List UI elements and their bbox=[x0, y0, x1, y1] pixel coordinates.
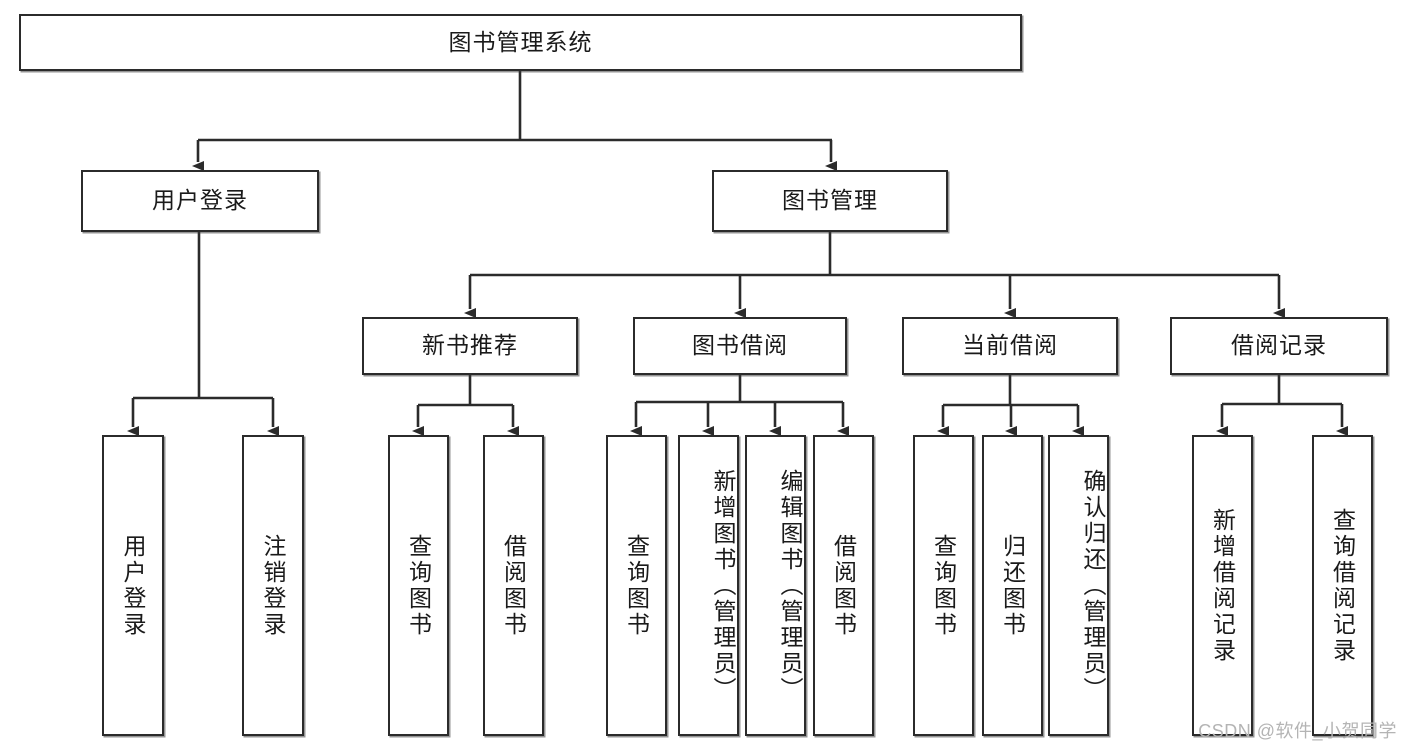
node-leaf-query-record-label: 查询借阅记录 bbox=[1329, 507, 1356, 664]
node-leaf-borrow-book-1[interactable]: 借阅图书 bbox=[483, 435, 544, 736]
node-leaf-query-book-1-label: 查询图书 bbox=[405, 533, 432, 638]
node-book-manage[interactable]: 图书管理 bbox=[712, 170, 948, 232]
node-book-borrow-label: 图书借阅 bbox=[692, 332, 788, 359]
node-user-login[interactable]: 用户登录 bbox=[81, 170, 319, 232]
node-leaf-return-book-label: 归还图书 bbox=[999, 533, 1026, 638]
node-leaf-query-book-2[interactable]: 查询图书 bbox=[606, 435, 667, 736]
node-new-book-recommend-label: 新书推荐 bbox=[422, 332, 518, 359]
node-new-book-recommend[interactable]: 新书推荐 bbox=[362, 317, 578, 375]
node-leaf-add-record[interactable]: 新增借阅记录 bbox=[1192, 435, 1253, 736]
node-leaf-return-book[interactable]: 归还图书 bbox=[982, 435, 1043, 736]
node-leaf-logout-label: 注销登录 bbox=[260, 533, 287, 638]
node-leaf-query-book-1[interactable]: 查询图书 bbox=[388, 435, 449, 736]
node-leaf-query-book-3[interactable]: 查询图书 bbox=[913, 435, 974, 736]
node-leaf-query-book-3-label: 查询图书 bbox=[930, 533, 957, 638]
node-root-label: 图书管理系统 bbox=[448, 28, 593, 55]
node-current-borrow-label: 当前借阅 bbox=[962, 332, 1058, 359]
node-borrow-record-label: 借阅记录 bbox=[1231, 332, 1327, 359]
node-leaf-borrow-book-1-label: 借阅图书 bbox=[500, 533, 527, 638]
node-leaf-query-book-2-label: 查询图书 bbox=[623, 533, 650, 638]
node-current-borrow[interactable]: 当前借阅 bbox=[902, 317, 1118, 375]
node-leaf-borrow-book-2-label: 借阅图书 bbox=[830, 533, 857, 638]
node-leaf-add-record-label: 新增借阅记录 bbox=[1209, 507, 1236, 664]
node-leaf-user-login[interactable]: 用户登录 bbox=[102, 435, 164, 736]
watermark: CSDN @软件_小贺同学 bbox=[1198, 721, 1397, 741]
node-leaf-add-book-label: 新增图书（管理员） bbox=[710, 468, 736, 703]
node-leaf-logout[interactable]: 注销登录 bbox=[242, 435, 304, 736]
node-leaf-edit-book-label: 编辑图书（管理员） bbox=[777, 468, 803, 703]
node-leaf-borrow-book-2[interactable]: 借阅图书 bbox=[813, 435, 874, 736]
node-borrow-record[interactable]: 借阅记录 bbox=[1170, 317, 1388, 375]
node-leaf-user-login-label: 用户登录 bbox=[120, 533, 147, 638]
node-leaf-add-book[interactable]: 新增图书（管理员） bbox=[678, 435, 739, 736]
node-leaf-confirm-return[interactable]: 确认归还（管理员） bbox=[1048, 435, 1109, 736]
node-book-borrow[interactable]: 图书借阅 bbox=[633, 317, 847, 375]
node-user-login-label: 用户登录 bbox=[152, 187, 248, 214]
node-book-manage-label: 图书管理 bbox=[782, 187, 878, 214]
node-leaf-confirm-return-label: 确认归还（管理员） bbox=[1080, 468, 1106, 703]
node-root[interactable]: 图书管理系统 bbox=[19, 14, 1022, 71]
node-leaf-edit-book[interactable]: 编辑图书（管理员） bbox=[745, 435, 806, 736]
node-leaf-query-record[interactable]: 查询借阅记录 bbox=[1312, 435, 1373, 736]
